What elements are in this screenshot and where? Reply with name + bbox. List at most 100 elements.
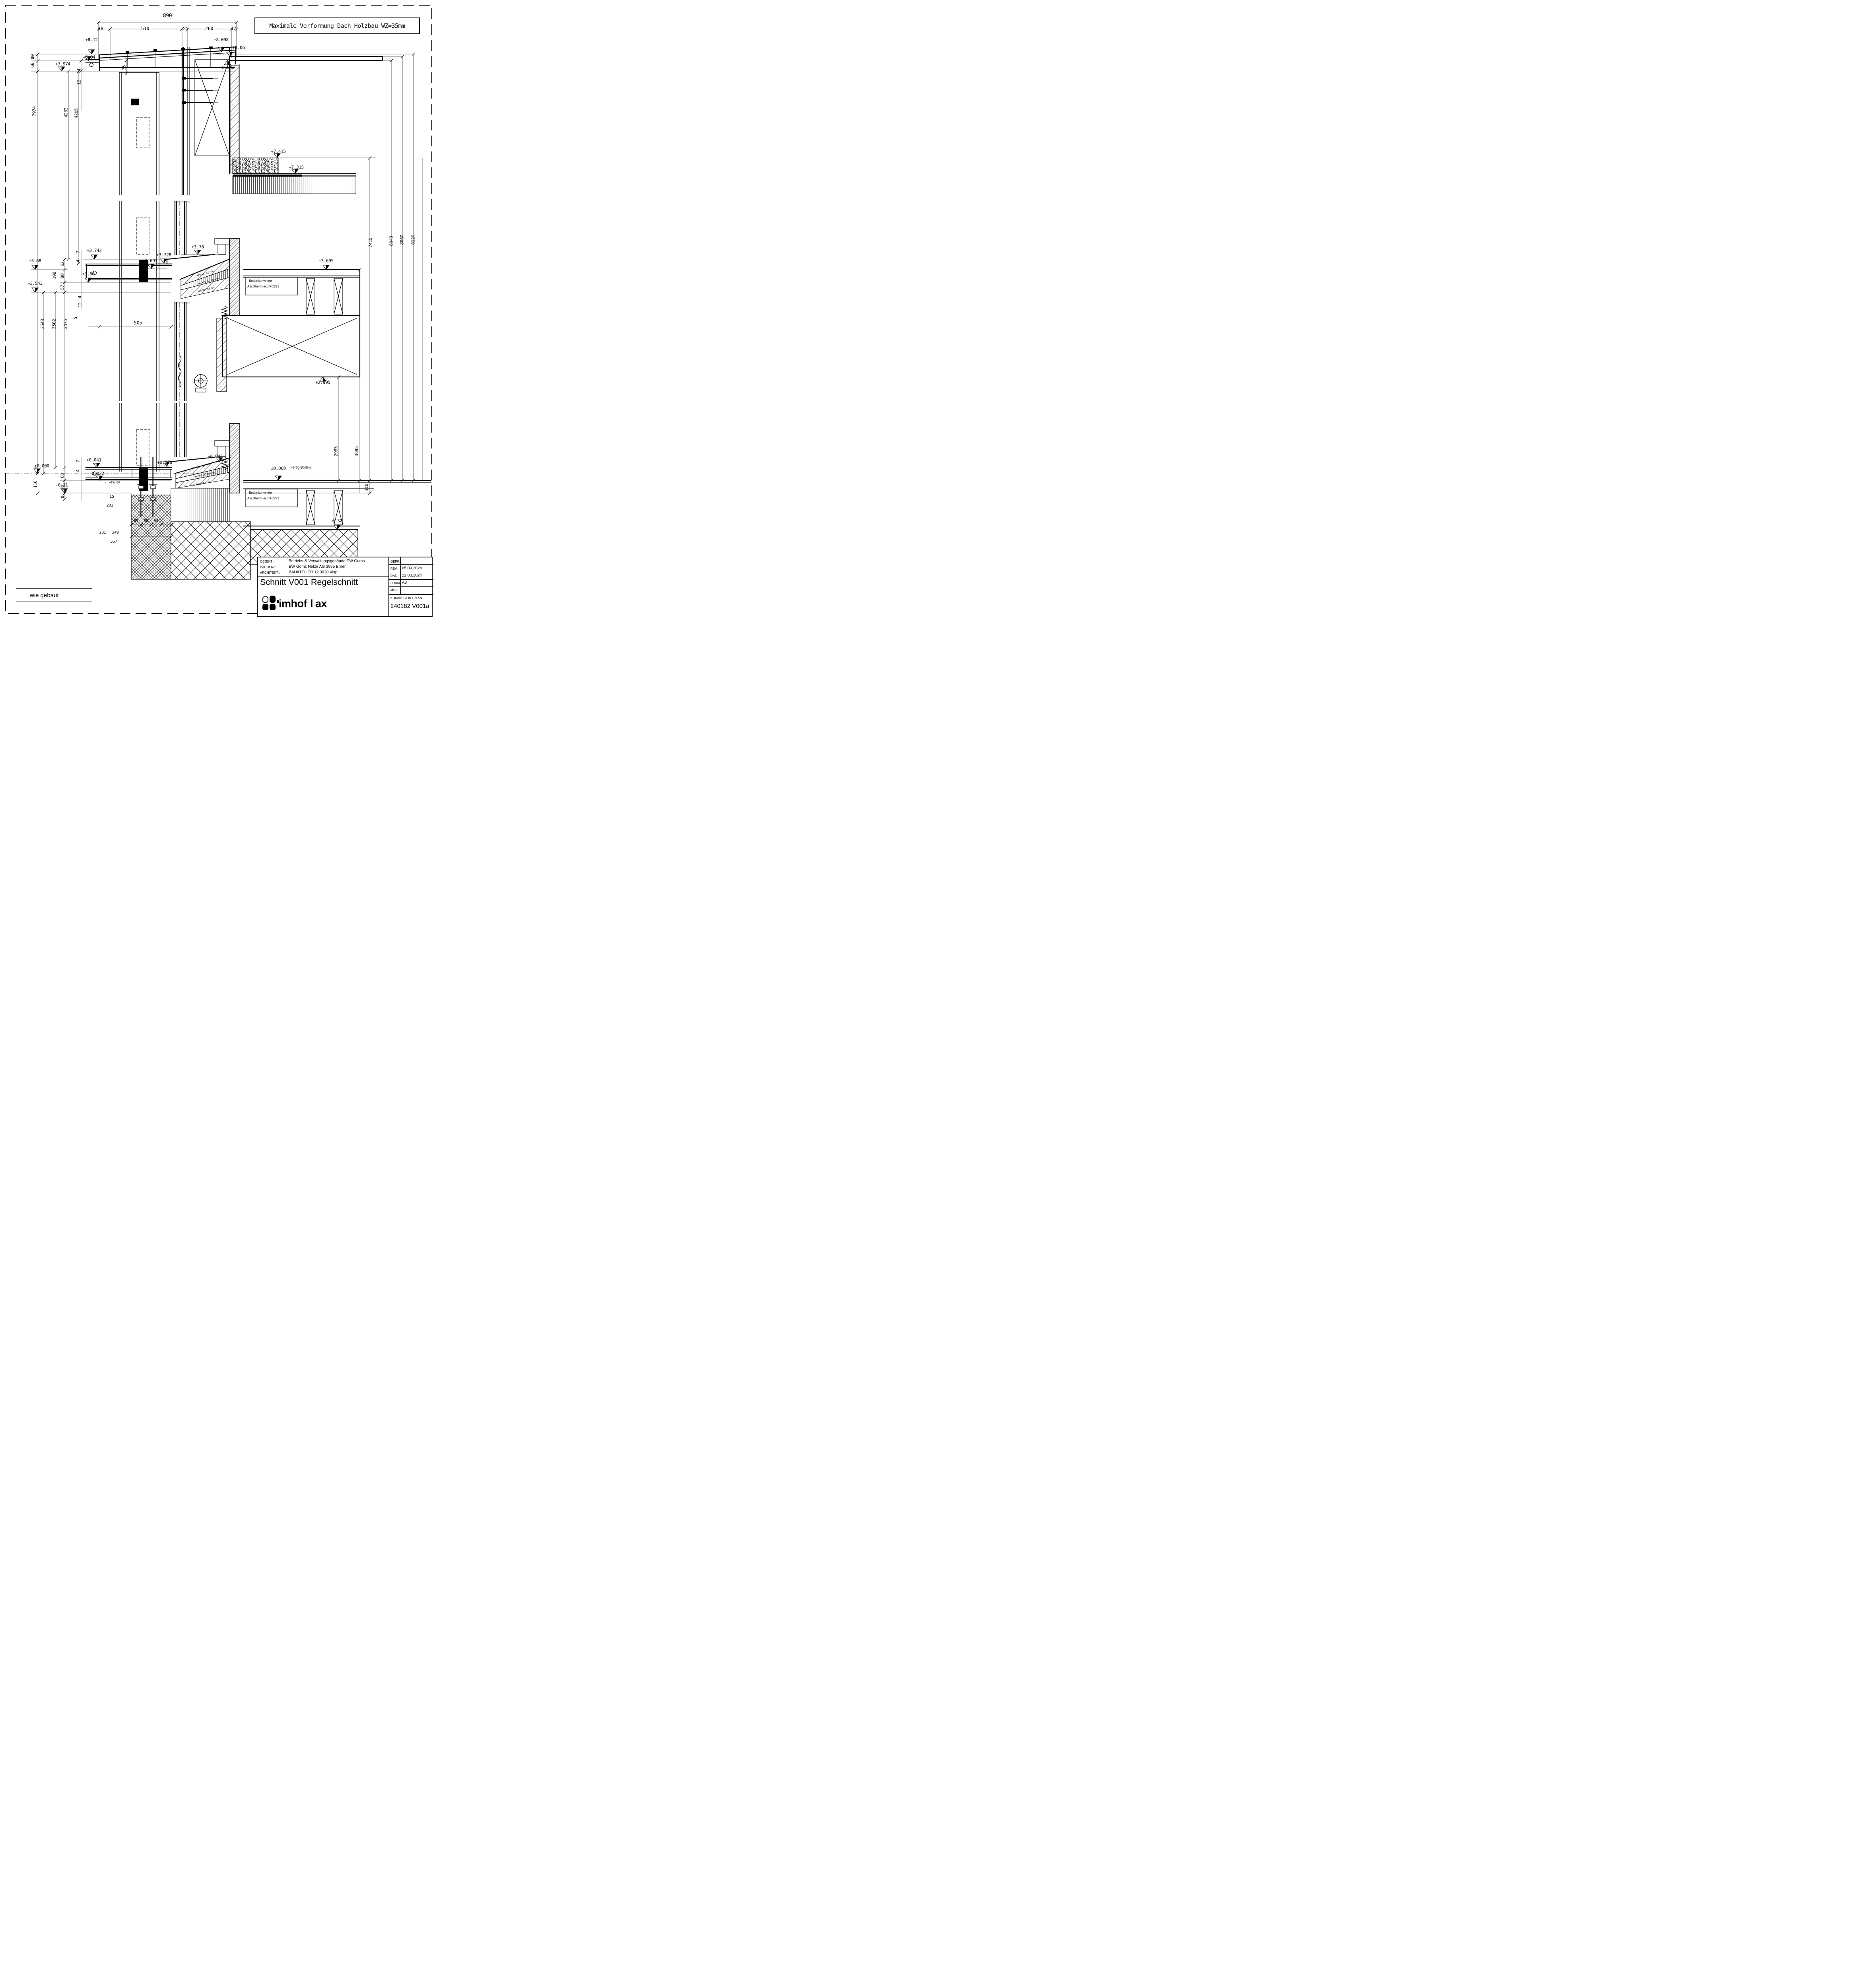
logo-separator: l xyxy=(310,597,313,610)
plan-number: 240182 V001a xyxy=(390,603,429,610)
dim-chain: 47 xyxy=(231,26,236,31)
level-label: +2.995 xyxy=(315,380,330,385)
imhof-lax-logo: imhof l ax xyxy=(262,596,327,611)
level-label: +3.78 xyxy=(191,244,204,250)
form-label: FORM. xyxy=(390,581,401,585)
level-label: +3.68 xyxy=(29,258,41,264)
objekt-value: Betriebs-& Verwaltungsgebäude EW Goms xyxy=(289,559,365,563)
form-value: A3 xyxy=(402,580,407,585)
vdim-label: 3543 xyxy=(40,319,45,329)
level-label: -0.022 xyxy=(89,471,104,476)
dim-label: 84 xyxy=(153,519,158,523)
vdim-label: 4205 xyxy=(74,108,79,118)
vdim-label: 8 xyxy=(60,495,65,499)
level-label: +3.60 xyxy=(82,271,95,277)
divider xyxy=(388,594,433,595)
vdim-label: 12 xyxy=(76,80,82,85)
dim-label: 85 xyxy=(134,519,138,523)
mst-label: MST. xyxy=(390,588,398,592)
vdim-label: 3695 xyxy=(354,446,359,456)
level-label: +3.695 xyxy=(318,258,334,264)
vdim-label: 7 xyxy=(75,250,81,254)
level-label: +0.083 xyxy=(208,454,223,459)
level-label: +8.098 xyxy=(214,37,229,43)
fertig-boden-label: Fertig Boden xyxy=(290,465,311,470)
logo-square xyxy=(262,604,268,610)
rev-label: REV. xyxy=(390,567,398,571)
dim-label: 505 xyxy=(134,320,142,326)
level-label: +7.974 xyxy=(55,61,70,67)
logo-square xyxy=(262,596,268,603)
vdim-label: 8060 xyxy=(399,235,405,245)
vdim-label: 110 xyxy=(364,483,369,491)
vdim-label: 63 xyxy=(60,473,65,478)
vdim-label: 4 xyxy=(77,295,83,299)
vdim-label: 80 xyxy=(60,273,65,279)
updown-arrow-icon: ↕ xyxy=(105,481,107,484)
drawing-sheet: 890 48 510 25 260 47 +8.12 +8.04 +7.974 … xyxy=(0,0,437,619)
vdim-label: 110 xyxy=(33,480,38,488)
konvektor-label: Bodenkonvektor xyxy=(249,279,272,283)
vdim-label: 3502 xyxy=(51,319,57,329)
vdim-label: 8043 xyxy=(388,236,394,246)
divider xyxy=(258,576,388,577)
tolerance-note: +15/-10 xyxy=(109,481,120,484)
level-label: +8.04 xyxy=(83,54,95,60)
vdim-label: 3475 xyxy=(63,319,68,329)
level-label: ±0.000 xyxy=(271,466,286,471)
level-label: +3.728 xyxy=(156,252,171,258)
level-label: +8.12 xyxy=(85,37,98,43)
level-label: -0.11 xyxy=(55,482,68,488)
logo-word: imhof xyxy=(279,597,307,610)
as-built-text: wie gebaut xyxy=(30,592,59,599)
dim-chain: 510 xyxy=(141,26,149,31)
kommission-label: KOMMISSION / PLAN xyxy=(390,596,422,600)
logo-wordmark: imhof l ax xyxy=(279,598,327,610)
divider xyxy=(388,564,433,565)
rev-value: 05.09.2024 xyxy=(402,566,422,571)
level-label: -0.32 xyxy=(330,518,342,524)
konvektor-label: Ascotherm eco KC291 xyxy=(247,285,280,288)
logo-word: ax xyxy=(315,597,327,610)
vdim-label: 80 xyxy=(60,485,65,490)
level-label: +8.043 xyxy=(219,65,235,70)
dim-label: 15 xyxy=(109,495,114,499)
vdim-label: 7 xyxy=(75,460,81,463)
level-label: +3.543 xyxy=(27,281,43,286)
vdim-label: 7974 xyxy=(31,106,37,116)
vdim-label: 4232 xyxy=(63,107,69,118)
dim-label: 201 xyxy=(99,530,106,535)
logo-squares-icon xyxy=(262,596,279,611)
dim-chain: 25 xyxy=(183,26,188,31)
as-built-box: wie gebaut xyxy=(16,588,92,602)
dim-chain: 260 xyxy=(205,26,214,31)
dim-label: 80 xyxy=(144,519,148,523)
dim-label: 249 xyxy=(112,530,119,535)
dat-value: 22.03.2024 xyxy=(402,573,422,578)
divider xyxy=(388,557,389,616)
konvektor-label: Ascotherm eco KC291 xyxy=(247,497,280,500)
deformation-note-box: Maximale Verformung Dach Holzbau WZ=35mm xyxy=(254,17,420,34)
vdim-label: 4 xyxy=(76,68,82,72)
dim-label: 557 xyxy=(110,540,117,544)
vdim-label: 57 xyxy=(60,285,65,290)
logo-square xyxy=(270,596,276,603)
vdim-label: 66 xyxy=(30,62,35,68)
dim-label: 201 xyxy=(106,503,113,508)
level-label: +0.028 xyxy=(157,460,172,465)
level-label: +3.742 xyxy=(87,248,102,253)
divider xyxy=(388,586,433,587)
deformation-note-text: Maximale Verformung Dach Holzbau WZ=35mm xyxy=(269,22,405,29)
level-label: +0.041 xyxy=(86,457,101,463)
vdim-label: 8120 xyxy=(410,235,416,245)
vdim-label: 80 xyxy=(30,54,35,60)
logo-dot xyxy=(277,600,279,603)
dim-overall: 890 xyxy=(163,13,172,19)
konvektor-label: Bodenkonvektor xyxy=(249,491,272,495)
architekt-value: BAUATELIER 12 3930 Visp xyxy=(289,570,338,575)
level-label: ±0.000 xyxy=(34,463,49,469)
vdim-label: 12 xyxy=(77,302,83,308)
vdim-label: 62 xyxy=(60,261,65,267)
drawing-title: Schnitt V001 Regelschnitt xyxy=(260,577,358,587)
divider xyxy=(388,579,433,580)
